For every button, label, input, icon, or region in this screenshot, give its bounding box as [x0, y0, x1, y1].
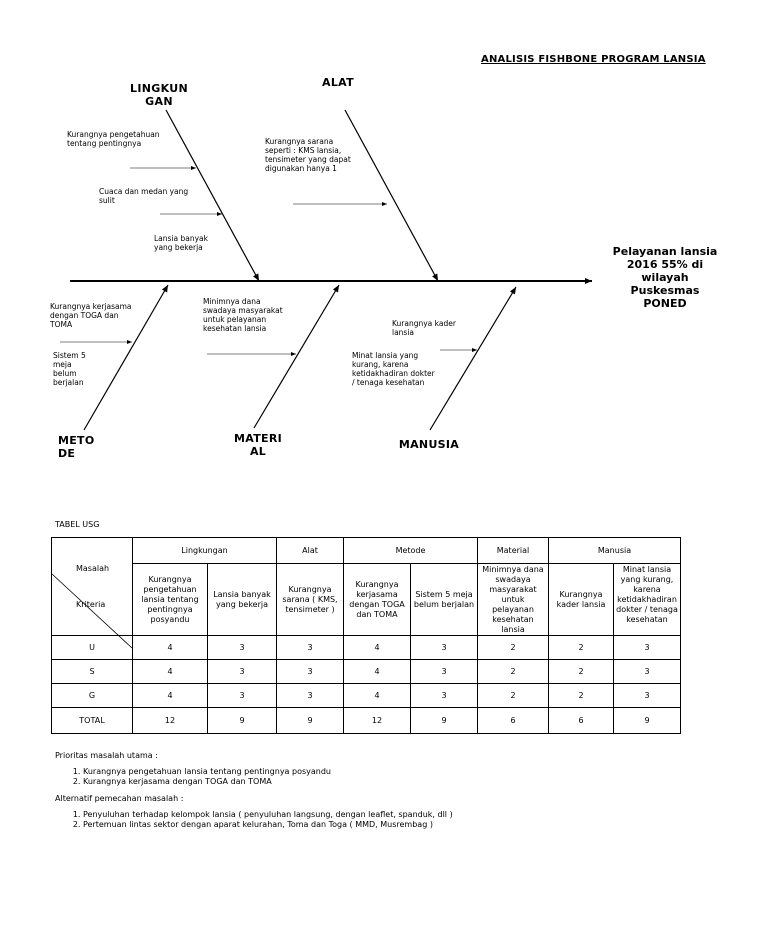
category-lingkungan: LINGKUN GAN — [130, 82, 188, 108]
group-header: Metode — [343, 537, 478, 564]
alternatif-list: Penyuluhan terhadap kelompok lansia ( pe… — [55, 810, 735, 830]
cell: 3 — [207, 683, 277, 708]
table-row: G 4 3 3 4 3 2 2 3 — [51, 683, 681, 708]
cell: 4 — [132, 659, 208, 684]
problem-header: Minat lansia yang kurang, karena ketidak… — [613, 563, 681, 636]
prioritas-list: Kurangnya pengetahuan lansia tentang pen… — [55, 767, 735, 787]
bone-alat — [344, 109, 439, 282]
cell: 2 — [548, 659, 614, 684]
bone-lingkungan — [165, 109, 260, 282]
row-label: U — [51, 635, 133, 660]
problem-header: Kurangnya kerjasama dengan TOGA dan TOMA — [343, 563, 411, 636]
cell: 3 — [613, 683, 681, 708]
fishbone-diagram — [60, 109, 592, 431]
row-label: G — [51, 683, 133, 708]
list-item: Kurangnya kerjasama dengan TOGA dan TOMA — [83, 777, 735, 787]
cell: 4 — [132, 683, 208, 708]
cell: 9 — [613, 707, 681, 734]
cell: 2 — [548, 683, 614, 708]
kriteria-label: Kriteria — [76, 600, 106, 609]
cell: 6 — [477, 707, 549, 734]
masalah-kriteria-cell: Masalah Kriteria — [51, 537, 133, 649]
category-metode: METO DE — [58, 434, 95, 460]
list-item: Penyuluhan terhadap kelompok lansia ( pe… — [83, 810, 735, 820]
row-label: TOTAL — [51, 707, 133, 734]
alternatif-section: Alternatif pemecahan masalah : Penyuluha… — [55, 794, 735, 830]
page-title: ANALISIS FISHBONE PROGRAM LANSIA — [481, 54, 706, 65]
category-material: MATERI AL — [234, 432, 282, 458]
cell: 3 — [410, 659, 478, 684]
problem-header-text: Minimnya dana swadaya masyarakat untuk p… — [482, 564, 544, 634]
cause-alat-1: Kurangnya sarana seperti : KMS lansia, t… — [265, 137, 351, 173]
cell: 4 — [343, 659, 411, 684]
row-label: S — [51, 659, 133, 684]
bone-metode — [83, 284, 169, 431]
prioritas-section: Prioritas masalah utama : Kurangnya peng… — [55, 751, 735, 787]
alternatif-heading: Alternatif pemecahan masalah : — [55, 794, 184, 803]
cause-metode-2: Sistem 5 meja belum berjalan — [53, 351, 86, 387]
usg-table: Masalah Kriteria Lingkungan Alat Metode … — [51, 537, 681, 734]
problem-header-text: Minat lansia yang kurang, karena ketidak… — [616, 564, 678, 624]
problem-header: Kurangnya kader lansia — [548, 563, 614, 636]
cell: 6 — [548, 707, 614, 734]
cell: 3 — [410, 635, 478, 660]
cell: 12 — [343, 707, 411, 734]
table-row: S 4 3 3 4 3 2 2 3 — [51, 659, 681, 684]
cell: 4 — [343, 635, 411, 660]
masalah-label: Masalah — [76, 564, 110, 573]
bone-material — [253, 284, 340, 429]
cause-lingkungan-2: Cuaca dan medan yang sulit — [99, 187, 189, 205]
usg-table-label: TABEL USG — [55, 520, 100, 529]
table-row: U 4 3 3 4 3 2 2 3 — [51, 635, 681, 660]
problem-header: Kurangnya sarana ( KMS, tensimeter ) — [276, 563, 344, 636]
cell: 2 — [477, 683, 549, 708]
bone-manusia — [429, 286, 517, 431]
cell: 9 — [276, 707, 344, 734]
cell: 3 — [276, 635, 344, 660]
cause-metode-1: Kurangnya kerjasama dengan TOGA dan TOMA — [50, 302, 132, 329]
group-header: Alat — [276, 537, 344, 564]
group-header: Manusia — [548, 537, 681, 564]
cell: 3 — [207, 659, 277, 684]
cell: 2 — [548, 635, 614, 660]
cell: 3 — [613, 659, 681, 684]
cell: 12 — [132, 707, 208, 734]
diagonal-divider — [51, 573, 133, 649]
cell: 3 — [613, 635, 681, 660]
cell: 3 — [410, 683, 478, 708]
cell: 4 — [343, 683, 411, 708]
table-row-total: TOTAL 12 9 9 12 9 6 6 9 — [51, 707, 681, 734]
group-header: Lingkungan — [132, 537, 277, 564]
list-item: Kurangnya pengetahuan lansia tentang pen… — [83, 767, 735, 777]
group-header: Material — [477, 537, 549, 564]
problem-header: Lansia banyak yang bekerja — [207, 563, 277, 636]
cell: 9 — [207, 707, 277, 734]
cell: 3 — [276, 659, 344, 684]
cell: 3 — [276, 683, 344, 708]
prioritas-heading: Prioritas masalah utama : — [55, 751, 158, 760]
list-item: Pertemuan lintas sektor dengan aparat ke… — [83, 820, 735, 830]
cell: 3 — [207, 635, 277, 660]
problem-header: Minimnya dana swadaya masyarakat untuk p… — [477, 563, 549, 636]
cause-lingkungan-1: Kurangnya pengetahuan tentang pentingnya — [67, 130, 160, 148]
cause-manusia-1: Kurangnya kader lansia — [392, 319, 456, 337]
fishbone-effect: Pelayanan lansia 2016 55% di wilayah Pus… — [612, 245, 718, 310]
category-alat: ALAT — [322, 76, 354, 89]
problem-header: Sistem 5 meja belum berjalan — [410, 563, 478, 636]
cause-manusia-2: Minat lansia yang kurang, karena ketidak… — [352, 351, 435, 387]
problem-header: Kurangnya pengetahuan lansia tentang pen… — [132, 563, 208, 636]
cell: 2 — [477, 659, 549, 684]
category-manusia: MANUSIA — [398, 438, 460, 451]
cell: 4 — [132, 635, 208, 660]
cell: 2 — [477, 635, 549, 660]
cause-material-1: Minimnya dana swadaya masyarakat untuk p… — [203, 297, 283, 333]
cell: 9 — [410, 707, 478, 734]
cause-lingkungan-3: Lansia banyak yang bekerja — [154, 234, 208, 252]
